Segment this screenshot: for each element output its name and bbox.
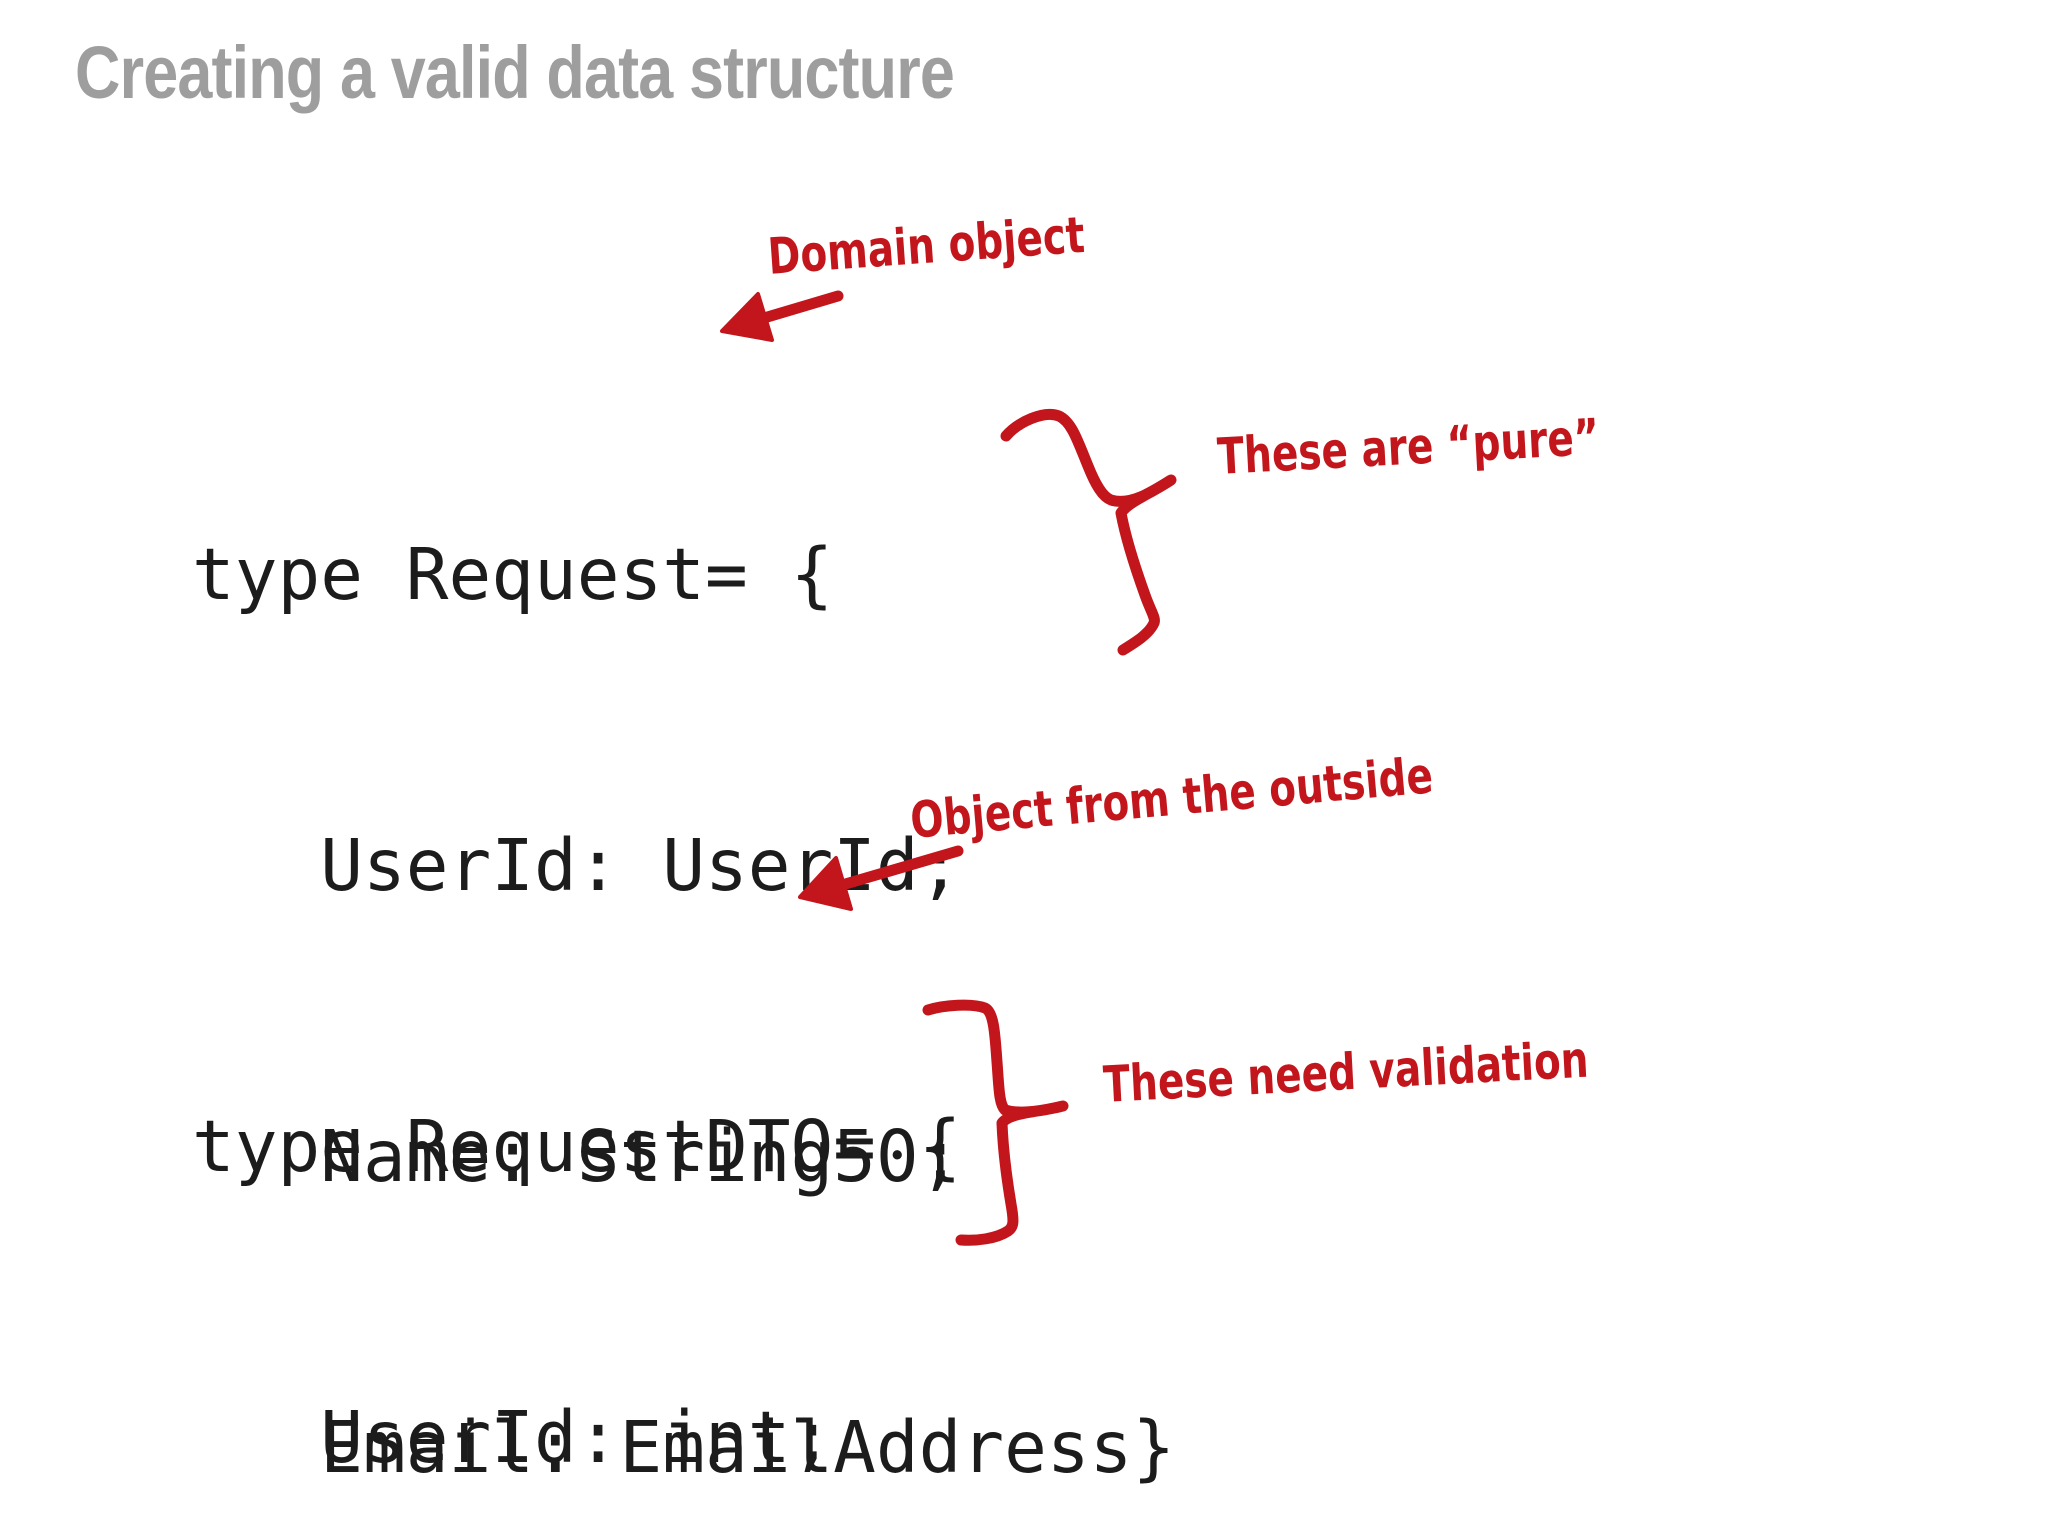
annotation-these-are-pure: These are “pure” <box>1216 407 1601 486</box>
slide-title: Creating a valid data structure <box>75 31 955 114</box>
annotation-these-need-validation: These need validation <box>1102 1030 1590 1114</box>
code-line-email-emailaddress: Email: EmailAddress} <box>192 1406 1176 1489</box>
code-block-dto: type RequestDTO= { UserId: int; Name: st… <box>192 904 961 1536</box>
code-line-name-string50: Name: String50; <box>192 1115 962 1198</box>
annotation-domain-object: Domain object <box>766 205 1087 286</box>
code-line-userid-int: UserId: int; <box>192 1396 834 1479</box>
code-line-type-requestdto: type RequestDTO= { <box>192 1105 962 1188</box>
code-line-type-request: type Request= { <box>192 533 834 616</box>
